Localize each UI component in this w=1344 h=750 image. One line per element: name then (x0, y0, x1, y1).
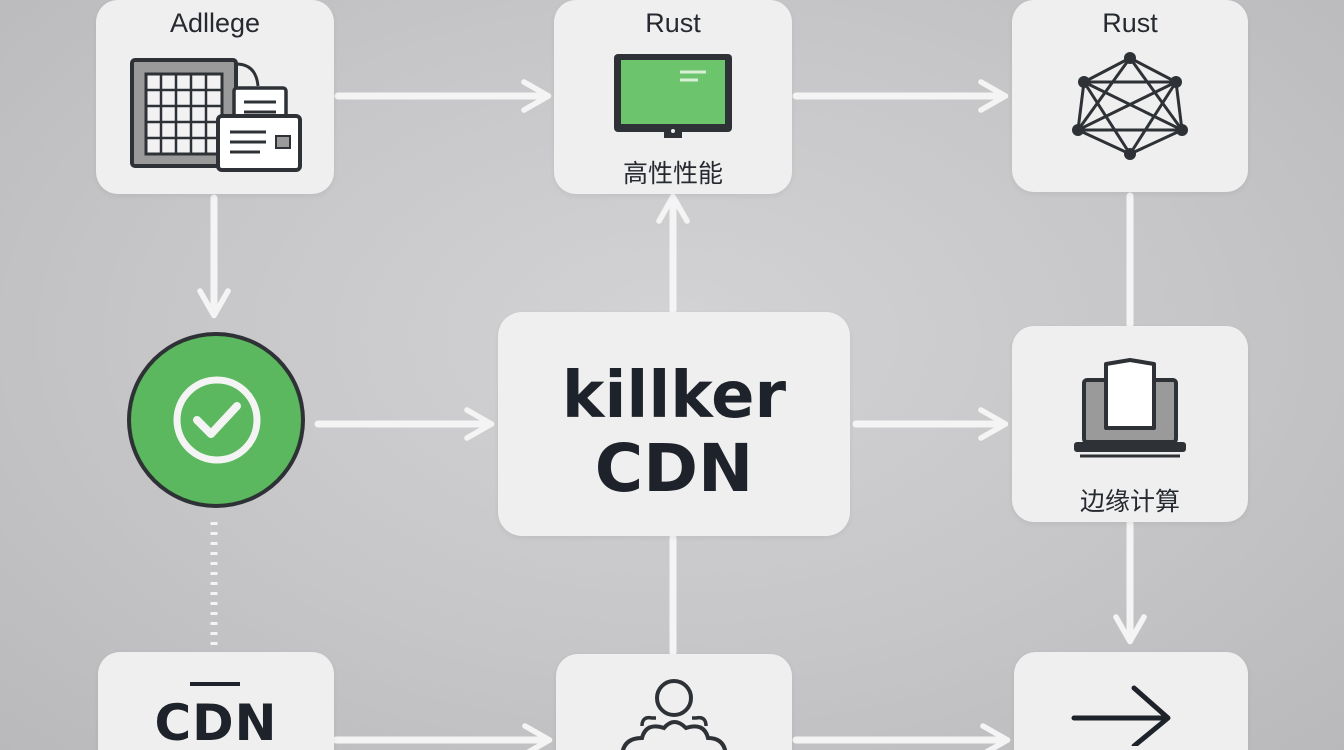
node-top-middle: Rust 高性性能 (554, 0, 792, 194)
node-label: Adllege (169, 8, 261, 38)
bottom-overline (190, 682, 240, 686)
node-caption: 高性性能 (622, 159, 723, 188)
node-label: Rust (645, 8, 701, 38)
node-center: killker CDN (498, 312, 850, 536)
center-title-line2: CDN (594, 430, 754, 507)
user-cloud-icon (621, 679, 728, 750)
monitor-icon (614, 54, 732, 138)
node-top-left: Adllege (96, 0, 334, 194)
node-label: Rust (1102, 8, 1158, 38)
node-middle-right: 边缘计算 (1012, 326, 1248, 522)
network-mesh-icon (1072, 52, 1188, 160)
node-bottom-middle (556, 654, 792, 750)
check-node (127, 332, 305, 508)
arrow-right-icon (1071, 685, 1171, 746)
spreadsheet-documents-icon (130, 58, 302, 172)
node-bottom-left: CDN (98, 652, 334, 750)
node-top-right: Rust (1012, 0, 1248, 192)
check-circle-icon (173, 376, 261, 464)
node-caption: 边缘计算 (1079, 487, 1180, 516)
node-label: CDN (154, 694, 278, 750)
node-bottom-right (1014, 652, 1248, 750)
center-title-line1: killker (561, 359, 787, 433)
laptop-icon (1074, 358, 1186, 458)
